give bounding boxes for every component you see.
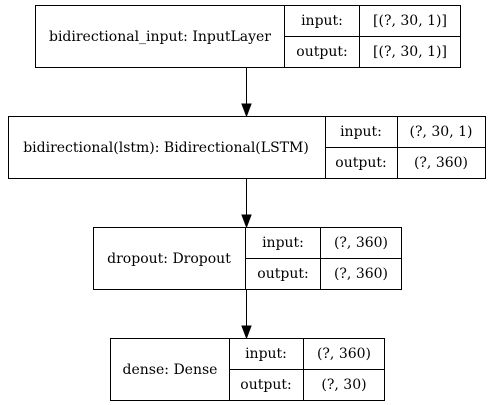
input-label: input:: [340, 124, 382, 140]
output-label: output:: [257, 266, 308, 282]
output-shape: (?, 30): [321, 377, 366, 393]
layer-node-dense: dense: Dense input: (?, 360) output: (?,…: [110, 338, 385, 401]
connection-arrow: [241, 67, 252, 118]
output-label: output:: [335, 155, 386, 171]
output-shape: (?, 360): [414, 155, 468, 171]
connection-arrow: [241, 289, 252, 340]
input-label: input:: [301, 13, 343, 29]
layer-name: bidirectional_input: InputLayer: [49, 29, 271, 45]
arrowhead: [241, 325, 252, 340]
layer-name: dense: Dense: [123, 362, 218, 378]
arrowhead: [241, 214, 252, 229]
layer-name: dropout: Dropout: [107, 251, 231, 267]
layer-node-bidirectional-input: bidirectional_input: InputLayer input: […: [35, 5, 461, 68]
output-label: output:: [240, 377, 291, 393]
input-shape: [(?, 30, 1)]: [373, 13, 447, 29]
output-shape: (?, 360): [334, 266, 388, 282]
connection-arrow: [241, 178, 252, 229]
output-shape: [(?, 30, 1)]: [373, 44, 447, 60]
layer-node-dropout: dropout: Dropout input: (?, 360) output:…: [93, 227, 402, 290]
input-shape: (?, 360): [334, 235, 388, 251]
input-shape: (?, 30, 1): [410, 124, 473, 140]
arrowhead: [241, 103, 252, 118]
output-label: output:: [296, 44, 347, 60]
input-label: input:: [245, 346, 287, 362]
layer-name: bidirectional(lstm): Bidirectional(LSTM): [23, 140, 309, 156]
input-label: input:: [262, 235, 304, 251]
input-shape: (?, 360): [317, 346, 371, 362]
layer-node-bidirectional-lstm: bidirectional(lstm): Bidirectional(LSTM)…: [8, 116, 486, 179]
